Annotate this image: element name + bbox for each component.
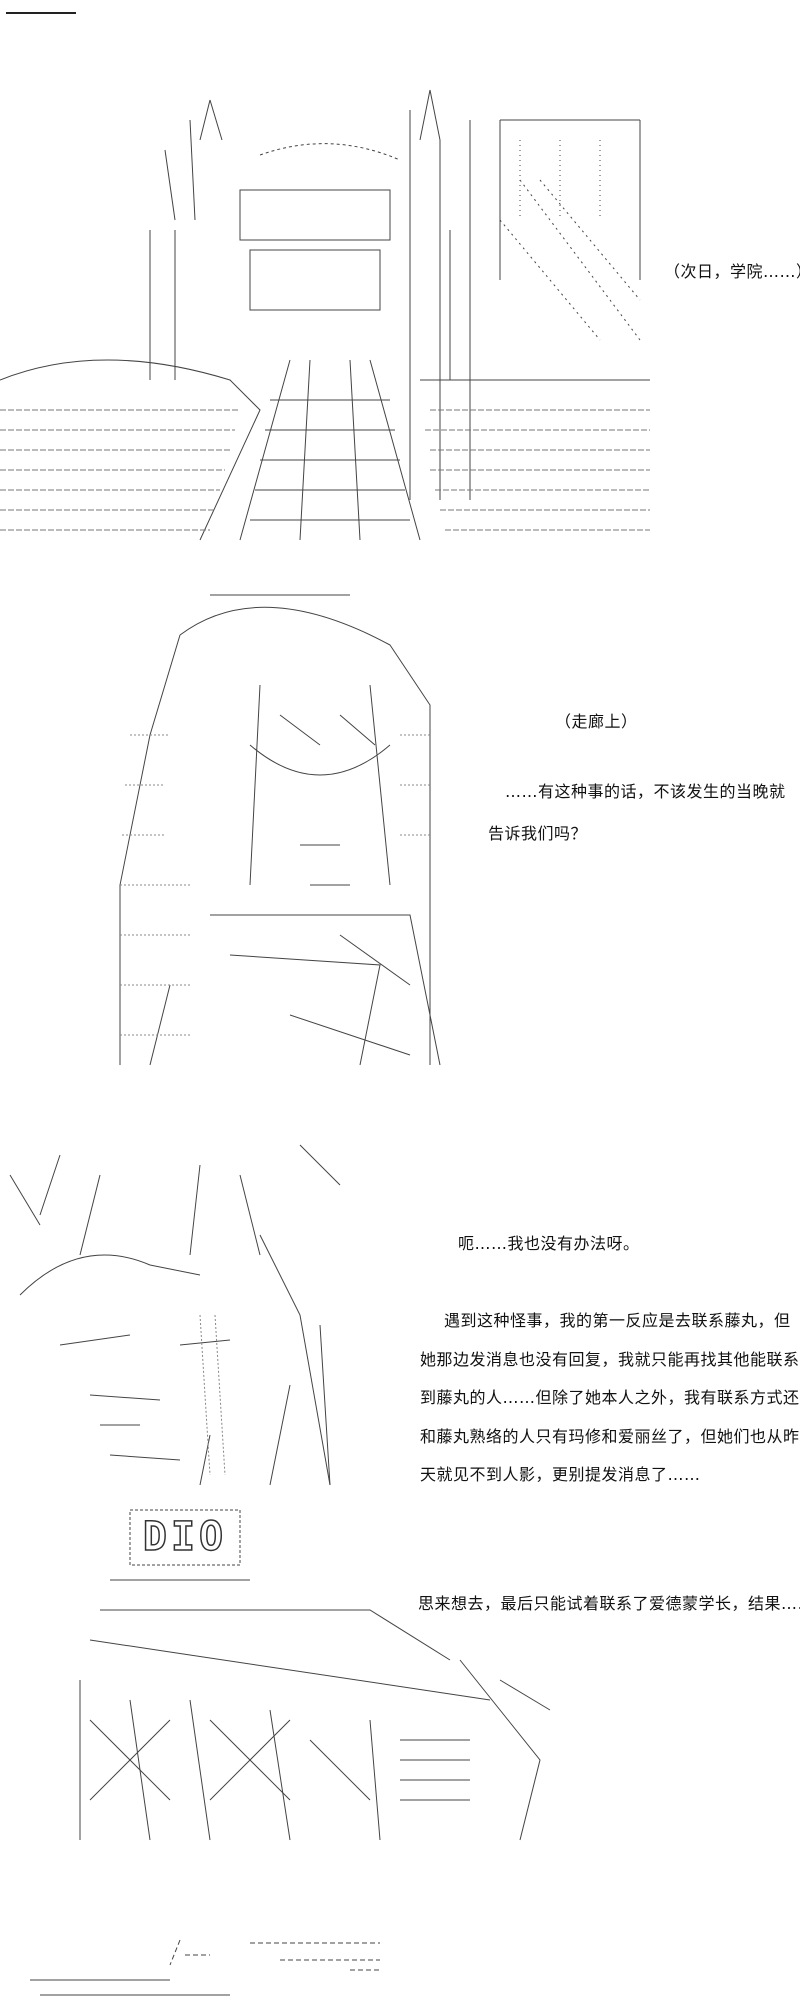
dio-lettering: DIO (142, 1513, 228, 1561)
dio-ascii-art (70, 1500, 630, 1850)
girl-ascii-art (110, 585, 530, 1075)
narration-line: 到藤丸的人……但除了她本人之外，我有联系方式还 (420, 1388, 800, 1407)
narration-line: 遇到这种怪事，我的第一反应是去联系藤丸，但 (444, 1311, 791, 1330)
dialogue-line: ……有这种事的话，不该发生的当晚就 (505, 782, 786, 801)
narration-line: 天就见不到人影，更别提发消息了…… (420, 1465, 701, 1484)
narration-line: 她那边发消息也没有回复，我就只能再找其他能联系 (420, 1349, 800, 1369)
dialogue-line: 呃……我也没有办法呀。 (458, 1234, 640, 1253)
caption-next-day-academy: （次日，学院……） (664, 262, 800, 281)
partial-ascii-art (30, 1935, 390, 2000)
caption-corridor: （走廊上） (555, 712, 638, 731)
boy-ascii-art (0, 1135, 360, 1495)
dialogue-line: 告诉我们吗？ (488, 824, 588, 843)
dialogue-line: 思来想去，最后只能试着联系了爱德蒙学长，结果…… (418, 1594, 800, 1613)
top-divider (6, 12, 76, 14)
academy-castle-ascii-art (0, 80, 660, 550)
narration-line: 和藤丸熟络的人只有玛修和爱丽丝了，但她们也从昨 (420, 1426, 800, 1446)
narration-paragraph: 遇到这种怪事，我的第一反应是去联系藤丸，但 她那边发消息也没有回复，我就只能再找… (420, 1302, 800, 1495)
